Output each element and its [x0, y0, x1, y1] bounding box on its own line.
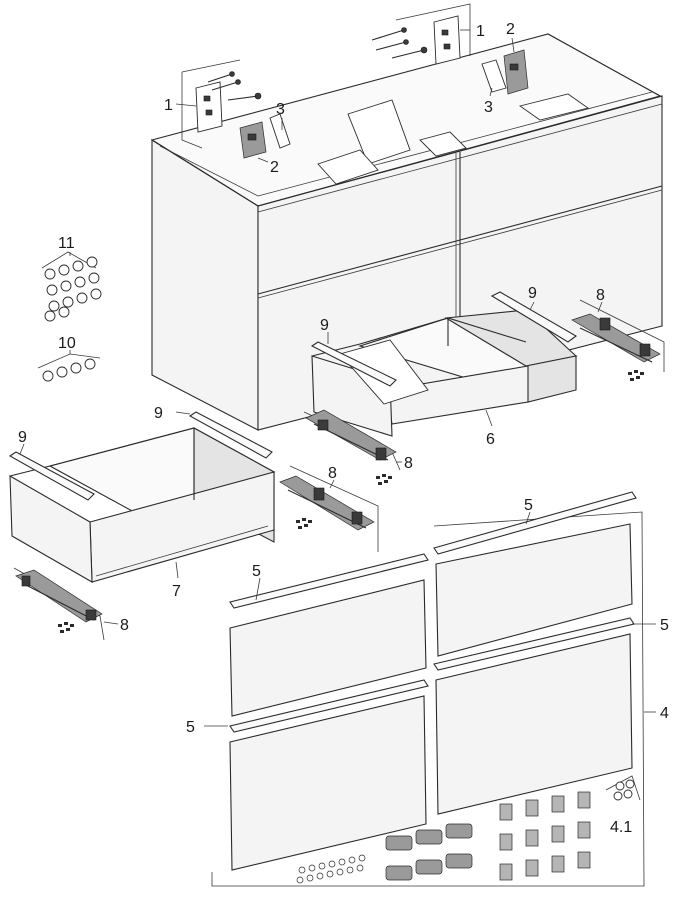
label-2-left: 2: [270, 159, 279, 176]
label-5-c: 5: [660, 617, 669, 634]
label-1-left: 1: [164, 97, 173, 114]
mounting-kit-left: [181, 59, 291, 159]
rail-9-left: [8, 411, 273, 501]
label-5-a: 5: [252, 563, 261, 580]
fastener-bag-4-1: [605, 775, 641, 801]
runner-8-bottom: [13, 567, 105, 641]
label-7: 7: [172, 583, 181, 600]
fastener-bag-11: [41, 251, 102, 322]
drawer-7: [9, 427, 276, 583]
label-5-b: 5: [524, 497, 533, 514]
label-8-top: 8: [596, 287, 605, 304]
label-2-right: 2: [506, 21, 515, 38]
label-9-mid: 9: [154, 405, 163, 422]
hinge-clips-cluster: [296, 791, 591, 884]
mounting-kit-right: [371, 3, 529, 95]
label-6: 6: [486, 431, 495, 448]
runner-8-middle: [303, 409, 401, 485]
front-panels-kit: [211, 491, 645, 887]
label-8-center: 8: [328, 465, 337, 482]
label-10: 10: [58, 335, 76, 352]
label-9-drawer6: 9: [320, 317, 329, 334]
label-4-1: 4.1: [610, 819, 632, 836]
part-labels: 1 1 2 2 3 3 11 10 9 9 8 6 9 9 8 8 7 8 5 …: [18, 21, 669, 836]
leader-lines: [19, 29, 656, 727]
label-3-right: 3: [484, 99, 493, 116]
label-3-left: 3: [276, 101, 285, 118]
runner-8-top: [571, 299, 665, 381]
label-9-right: 9: [528, 285, 537, 302]
label-1-right: 1: [476, 23, 485, 40]
label-9-left: 9: [18, 429, 27, 446]
fastener-bag-10: [37, 353, 101, 382]
label-11: 11: [58, 235, 75, 252]
label-4: 4: [660, 705, 669, 722]
label-5-d: 5: [186, 719, 195, 736]
runner-8-center: [279, 465, 379, 552]
label-8-middle: 8: [404, 455, 413, 472]
label-8-bottom: 8: [120, 617, 129, 634]
rail-9-top: [310, 291, 577, 387]
